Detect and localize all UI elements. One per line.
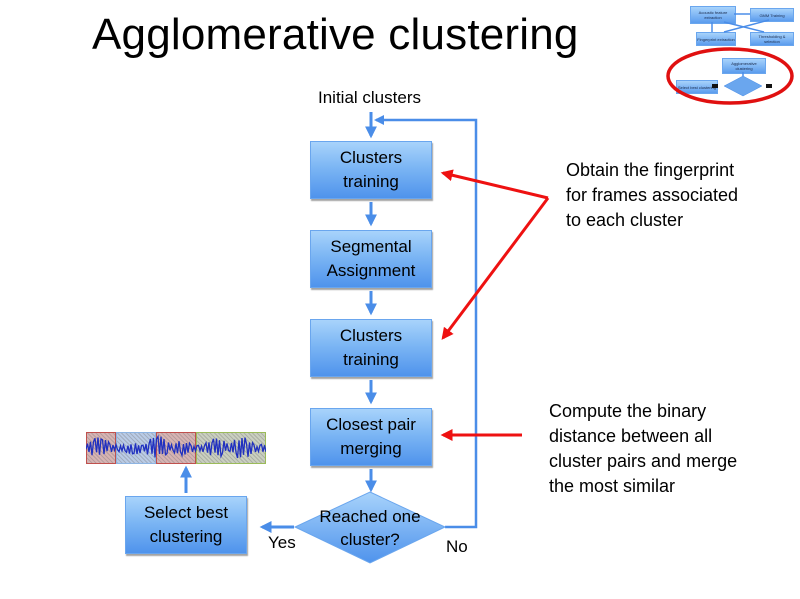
clustered-waveform [86, 432, 266, 464]
annotation-line: distance between all [549, 426, 713, 446]
annotation-line: to each cluster [566, 210, 684, 230]
thumb-connectors [666, 13, 794, 105]
annotation-line: Compute the binary [549, 401, 707, 421]
thumb-decision-diamond [723, 75, 763, 97]
waveform-signal [86, 434, 266, 459]
decision-line2: cluster? [340, 530, 400, 549]
decision-line1: Reached one [319, 507, 421, 526]
step-label-line1: Segmental [330, 237, 412, 256]
step-clusters-training-1: Clusters training [310, 141, 432, 199]
step-label-line1: Closest pair [326, 415, 416, 434]
initial-clusters-label: Initial clusters [318, 88, 421, 107]
annotation-line: Obtain the fingerprint [566, 160, 735, 180]
decision-text: Reached one cluster? [295, 505, 445, 551]
thumb-box-thresholding: Thresholding & selection [750, 32, 794, 46]
highlight-ellipse [666, 47, 794, 105]
step-segmental-assignment: Segmental Assignment [310, 230, 432, 288]
annotation-line: cluster pairs and merge [549, 451, 738, 471]
overview-thumbnail: Acoustic feature extraction GMM Training… [664, 2, 798, 106]
slide-title: Agglomerative clustering [92, 10, 579, 59]
decision-diamond [293, 491, 447, 564]
step-closest-pair-merging: Closest pair merging [310, 408, 432, 466]
annotation-arrow-second-training [441, 197, 550, 340]
step-label-line2: training [343, 172, 399, 191]
step-label-line2: merging [340, 439, 402, 458]
step-label-line1: Clusters [339, 326, 403, 345]
thumb-box-agglomerative: Agglomerative clustering [722, 58, 766, 74]
annotation-fingerprint: Obtain the fingerprint for frames associ… [566, 158, 738, 233]
step-label-line1: Select best [143, 503, 229, 522]
no-label: No [446, 537, 468, 556]
step-clusters-training-2: Clusters training [310, 319, 432, 377]
thumb-box-feature-extraction: Acoustic feature extraction [690, 6, 736, 24]
step-label-line2: clustering [149, 527, 223, 546]
thumb-box-fingerprint: Fingerprint extraction [696, 32, 736, 46]
annotation-arrow-top-training [440, 169, 549, 200]
step-label-line2: Assignment [326, 261, 416, 280]
yes-label: Yes [268, 533, 296, 552]
thumb-box-gmm-training: GMM Training [750, 8, 794, 22]
step-label-line1: Clusters [339, 148, 403, 167]
arrow-no-loop [374, 115, 478, 529]
annotation-binary-distance: Compute the binary distance between all … [549, 399, 737, 499]
annotation-line: for frames associated [566, 185, 739, 205]
step-label-line2: training [343, 350, 399, 369]
step-select-best-clustering: Select best clustering [125, 496, 247, 554]
annotation-line: the most similar [549, 476, 676, 496]
